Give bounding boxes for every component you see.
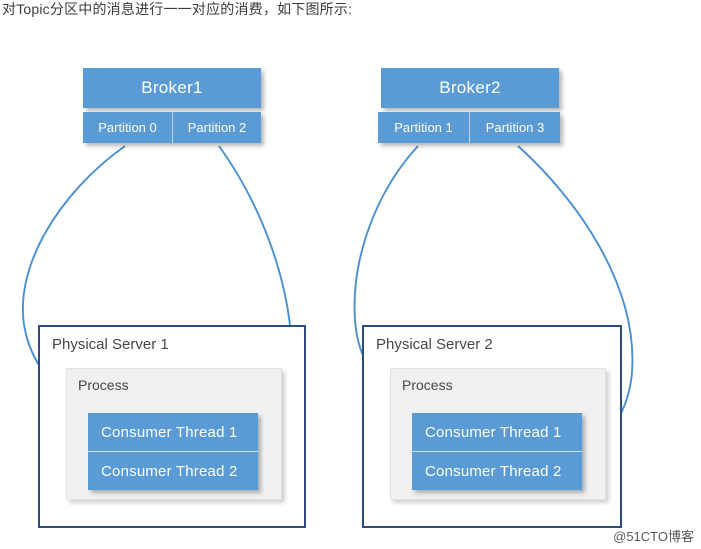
server2-process-label: Process bbox=[402, 377, 453, 393]
server1-process-label: Process bbox=[78, 377, 129, 393]
partition-cell-3[interactable]: Partition 3 bbox=[469, 112, 560, 143]
physical-server-1-label: Physical Server 1 bbox=[52, 336, 169, 353]
physical-server-2-box: Physical Server 2 Process Consumer Threa… bbox=[362, 325, 622, 528]
partition-cell-0[interactable]: Partition 0 bbox=[83, 112, 172, 143]
server2-thread-stack: Consumer Thread 1 Consumer Thread 2 bbox=[412, 413, 582, 490]
server2-consumer-thread-2[interactable]: Consumer Thread 2 bbox=[412, 451, 582, 490]
partition-cell-2[interactable]: Partition 2 bbox=[172, 112, 261, 143]
server2-consumer-thread-1[interactable]: Consumer Thread 1 bbox=[412, 413, 582, 451]
physical-server-1-box: Physical Server 1 Process Consumer Threa… bbox=[38, 325, 306, 528]
partition-cell-1[interactable]: Partition 1 bbox=[378, 112, 469, 143]
broker2-title: Broker2 bbox=[381, 68, 559, 108]
broker2-partition-row: Partition 1 Partition 3 bbox=[378, 112, 560, 143]
broker1-title: Broker1 bbox=[83, 68, 261, 108]
server1-process-box: Process Consumer Thread 1 Consumer Threa… bbox=[66, 368, 282, 500]
caption-text: 对Topic分区中的消息进行一一对应的消费，如下图所示: bbox=[2, 1, 353, 17]
broker1-partition-row: Partition 0 Partition 2 bbox=[83, 112, 261, 143]
watermark-text: @51CTO博客 bbox=[613, 529, 694, 544]
physical-server-2-label: Physical Server 2 bbox=[376, 336, 493, 353]
server1-consumer-thread-1[interactable]: Consumer Thread 1 bbox=[88, 413, 258, 451]
server1-consumer-thread-2[interactable]: Consumer Thread 2 bbox=[88, 451, 258, 490]
server2-process-box: Process Consumer Thread 1 Consumer Threa… bbox=[390, 368, 606, 500]
server1-thread-stack: Consumer Thread 1 Consumer Thread 2 bbox=[88, 413, 258, 490]
